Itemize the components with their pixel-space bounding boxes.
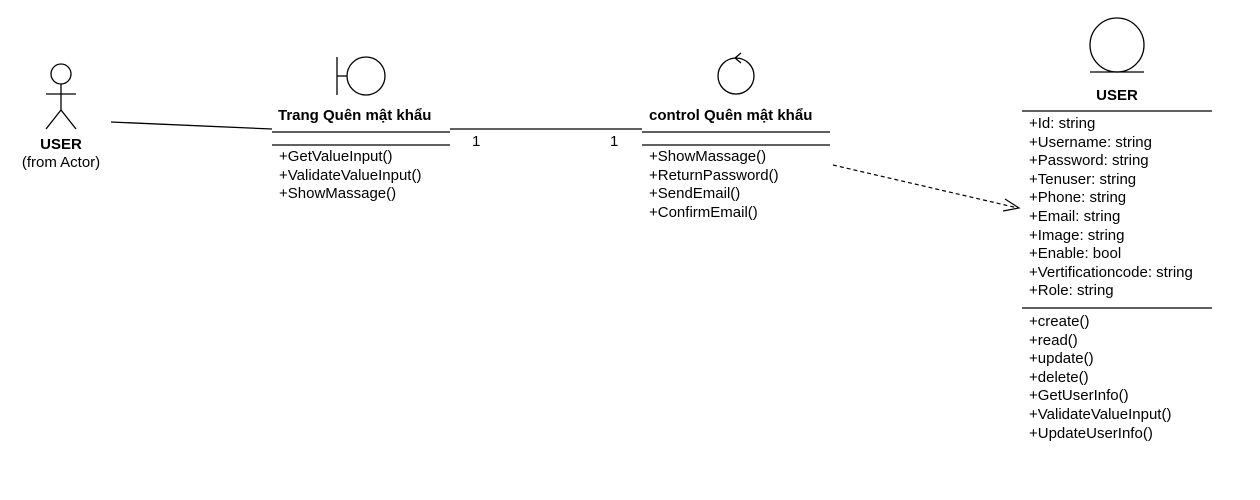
entity-class-name: USER [1096,87,1138,104]
actor-name: USER [40,136,82,153]
actor-stereotype: (from Actor) [21,154,101,171]
entity-attribute: +Id: string [1029,115,1096,132]
right-multiplicity: 1 [610,133,619,150]
entity-method: +read() [1029,331,1078,349]
entity-attribute: +Email: string [1029,207,1121,225]
boundary-method: +GetValueInput() [279,148,393,165]
entity-attribute: +Enable: bool [1029,245,1122,263]
control-method: +ReturnPassword() [649,166,779,184]
boundary-method: +ValidateValueInput() [279,166,422,184]
entity-attribute: +Phone: string [1029,189,1127,207]
actor-association-line [110,121,273,130]
entity-icon [1089,17,1145,73]
entity-attribute: +Tenuser: string [1029,170,1137,188]
entity-attributes-list: +Id: string +Username: string +Password:… [1029,115,1193,301]
left-multiplicity: 1 [472,133,481,150]
entity-method: +ValidateValueInput() [1029,405,1172,423]
control-method: +ShowMassage() [649,148,767,165]
entity-attribute: +Vertificationcode: string [1029,263,1193,281]
boundary-methods-list: +GetValueInput() +ValidateValueInput() +… [279,148,421,204]
control-methods-list: +ShowMassage() +ReturnPassword() +SendEm… [649,148,779,222]
boundary-method: +ShowMassage() [279,185,397,203]
entity-methods-list: +create() +read() +update() +delete() +G… [1029,313,1171,443]
entity-attribute: +Image: string [1029,226,1125,244]
entity-attribute: +Username: string [1029,133,1152,151]
entity-method: +GetUserInfo() [1029,387,1129,405]
entity-attribute: +Role: string [1029,282,1114,300]
control-method: +SendEmail() [649,185,741,203]
entity-method: +update() [1029,350,1094,368]
dependency-arrow [832,164,1021,212]
boundary-icon [336,56,386,96]
entity-method: +delete() [1029,368,1089,386]
entity-method: +create() [1029,313,1090,330]
control-icon [717,52,755,95]
actor-figure-icon [45,63,77,130]
boundary-class-name: Trang Quên mật khẩu [278,107,432,124]
control-method: +ConfirmEmail() [649,203,758,221]
control-class-name: control Quên mật khẩu [649,107,813,124]
entity-attribute: +Password: string [1029,152,1149,170]
entity-method: +UpdateUserInfo() [1029,424,1153,442]
